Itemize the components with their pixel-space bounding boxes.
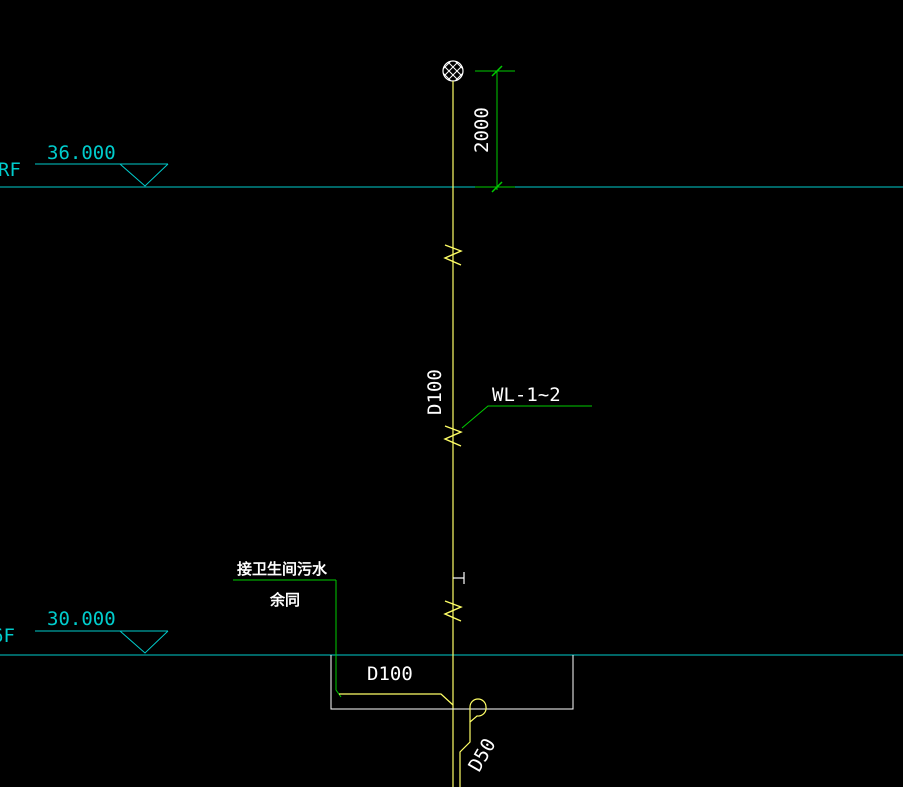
elevation-text-6f: 30.000 — [47, 608, 116, 630]
expansion-joint-1 — [443, 244, 463, 266]
riser-tag-label: WL-1~2 — [492, 384, 561, 406]
p-trap-icon — [459, 698, 487, 787]
dimension-text: 2000 — [471, 107, 493, 153]
expansion-joint-2 — [443, 425, 463, 447]
dimension-tick-bottom — [491, 181, 503, 193]
riser-tag-leader — [461, 405, 592, 429]
floor-label-rf: RF — [0, 159, 21, 181]
cleanout-icon — [453, 572, 465, 584]
branch-note-line2: 余同 — [269, 591, 300, 609]
elevation-text-rf: 36.000 — [47, 142, 116, 164]
dimension-2000: 2000 — [471, 65, 515, 193]
expansion-joint-3 — [443, 600, 463, 622]
level-6f: 30.000 6F — [0, 608, 903, 656]
slab-recess-outline — [330, 655, 574, 710]
branch-note-line1: 接卫生间污水 — [237, 560, 328, 578]
elevation-marker-6f — [119, 630, 169, 654]
dimension-tick-top — [491, 65, 503, 77]
floor-label-6f: 6F — [0, 625, 15, 647]
elevation-marker-rf — [119, 163, 169, 187]
level-rf: 36.000 RF — [0, 142, 903, 188]
branch-note-leader-v — [335, 580, 342, 698]
branch-note: 接卫生间污水 余同 — [233, 560, 342, 698]
horizontal-branch-pipe — [339, 693, 454, 706]
horizontal-pipe-diameter-label: D100 — [367, 663, 413, 685]
riser-diameter-label: D100 — [424, 369, 446, 415]
